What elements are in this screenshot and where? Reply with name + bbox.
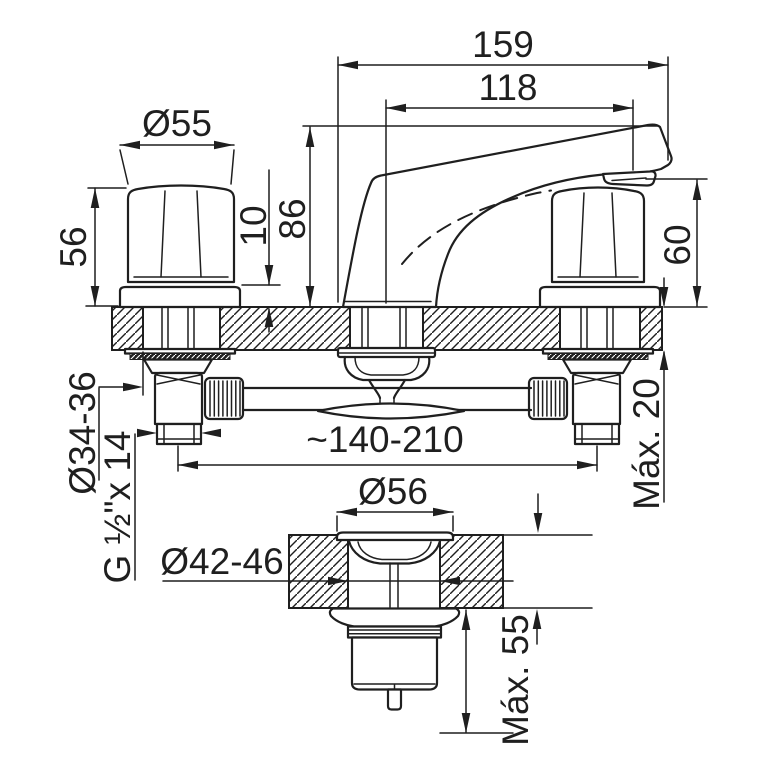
dim-label-o55: Ø55 [142, 103, 212, 144]
right-supply-valve [527, 347, 655, 446]
dim-label-56: 56 [53, 226, 94, 267]
dim-waste-hole-diameter: Ø42-46 [160, 541, 514, 586]
waste-view: Ø56 Ø42-46 Máx. 55 [160, 471, 593, 746]
main-view: 159 118 Ø55 56 [53, 24, 708, 584]
dim-label-o56: Ø56 [358, 471, 428, 512]
right-handle [538, 186, 662, 309]
waste-body [328, 607, 461, 711]
dim-label-o42-46: Ø42-46 [160, 541, 283, 582]
left-handle [118, 184, 242, 309]
spout-aerator [601, 170, 657, 187]
dim-label-o34-36: Ø34-36 [62, 371, 103, 494]
dim-label-thread: G ½"x 14 [97, 431, 138, 584]
dim-supply-centres: ~140-210 [177, 419, 598, 472]
dim-label-max20: Máx. 20 [626, 378, 667, 510]
countertop-section [111, 306, 663, 351]
dim-flange-diameter: Ø56 [336, 471, 454, 532]
dim-label-60: 60 [657, 224, 698, 265]
left-supply-thread [155, 422, 203, 446]
faucet-spout [341, 123, 673, 309]
dim-deck-hole-diameter: Ø34-36 [62, 351, 144, 495]
dim-label-118: 118 [479, 67, 538, 108]
dim-max-deck-thickness: Máx. 20 [626, 277, 669, 510]
dim-label-max55: Máx. 55 [495, 614, 536, 746]
dim-label-86: 86 [272, 198, 313, 239]
tailpieces [161, 306, 614, 349]
left-supply-valve [123, 347, 245, 446]
dim-spout-reach-outlet: 118 [385, 67, 634, 304]
waste-deck-thickness-arrows [532, 493, 543, 645]
dim-base-height: 10 [233, 169, 281, 333]
waste-flange [335, 531, 455, 608]
spout-hidden-edge [401, 189, 552, 265]
dim-spout-reach-total: 159 [337, 24, 669, 303]
centre-body-underside [316, 346, 466, 420]
waste-stem [386, 688, 403, 711]
right-supply-thread [573, 422, 621, 446]
dim-spout-height: 86 [272, 125, 660, 307]
dim-handle-height: 56 [53, 187, 127, 307]
pop-up-lever [316, 402, 466, 420]
dim-waste-max-depth: Máx. 55 [439, 609, 536, 746]
dim-handle-diameter: Ø55 [119, 103, 235, 185]
dim-label-159: 159 [472, 24, 534, 65]
dim-label-140-210: ~140-210 [306, 419, 463, 460]
waste-countertop-section [288, 534, 593, 609]
dim-supply-thread: G ½"x 14 [97, 428, 221, 584]
dim-outlet-height: 60 [645, 178, 708, 308]
dim-label-10: 10 [233, 205, 274, 246]
